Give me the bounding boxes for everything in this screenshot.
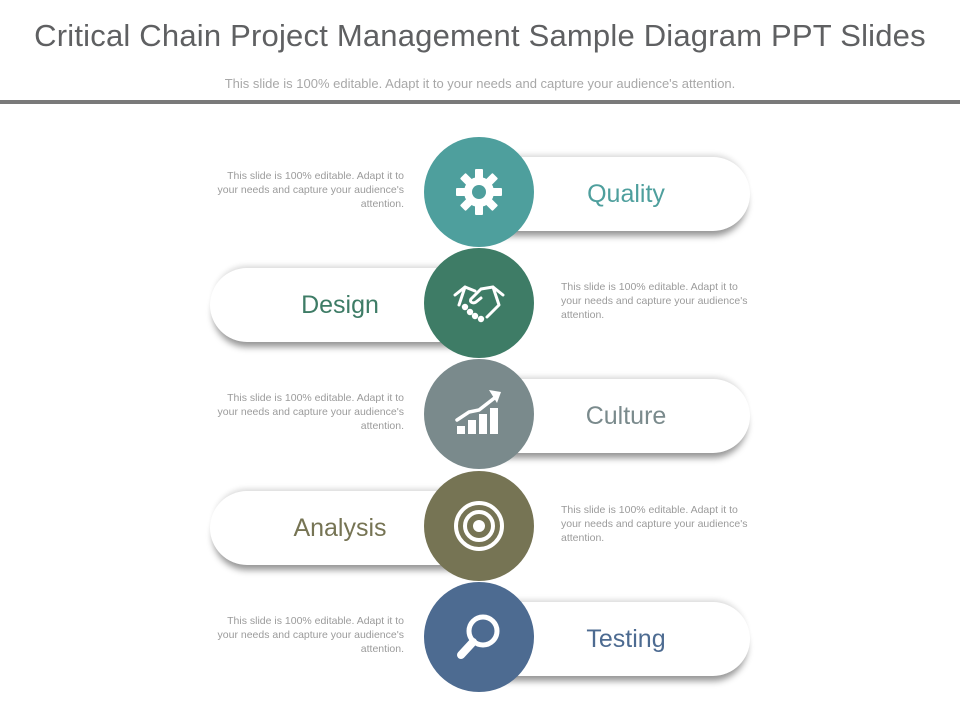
header-divider: [0, 100, 960, 104]
step-description: This slide is 100% editable. Adapt it to…: [561, 281, 748, 321]
step-description: This slide is 100% editable. Adapt it to…: [561, 504, 748, 544]
step-quality: Quality This slide is 100% editable. Ada…: [0, 135, 960, 247]
step-label: Testing: [586, 625, 666, 653]
target-icon: [454, 501, 504, 551]
slide-subtitle: This slide is 100% editable. Adapt it to…: [224, 76, 736, 91]
handshake-icon: [453, 285, 505, 323]
step-icon-circle: [424, 359, 534, 469]
gear-icon: [456, 169, 502, 215]
step-culture: Culture This slide is 100% editable. Ada…: [0, 357, 960, 469]
step-label: Quality: [587, 180, 665, 208]
step-testing: Testing This slide is 100% editable. Ada…: [0, 580, 960, 692]
step-description: This slide is 100% editable. Adapt it to…: [217, 615, 404, 655]
step-description: This slide is 100% editable. Adapt it to…: [217, 170, 404, 210]
step-label: Design: [301, 291, 379, 319]
magnifier-icon: [457, 614, 500, 659]
step-design: Design This slide is 100% editable. Adap…: [0, 246, 960, 358]
growth-chart-icon: [455, 390, 501, 434]
step-icon-circle: [424, 582, 534, 692]
step-label: Analysis: [293, 514, 387, 542]
step-analysis: Analysis This slide is 100% editable. Ad…: [0, 469, 960, 581]
step-icon-circle: [424, 248, 534, 358]
step-description: This slide is 100% editable. Adapt it to…: [217, 392, 404, 432]
step-label: Culture: [585, 402, 667, 430]
step-icon-circle: [424, 137, 534, 247]
step-icon-circle: [424, 471, 534, 581]
slide-title: Critical Chain Project Management Sample…: [34, 18, 926, 53]
